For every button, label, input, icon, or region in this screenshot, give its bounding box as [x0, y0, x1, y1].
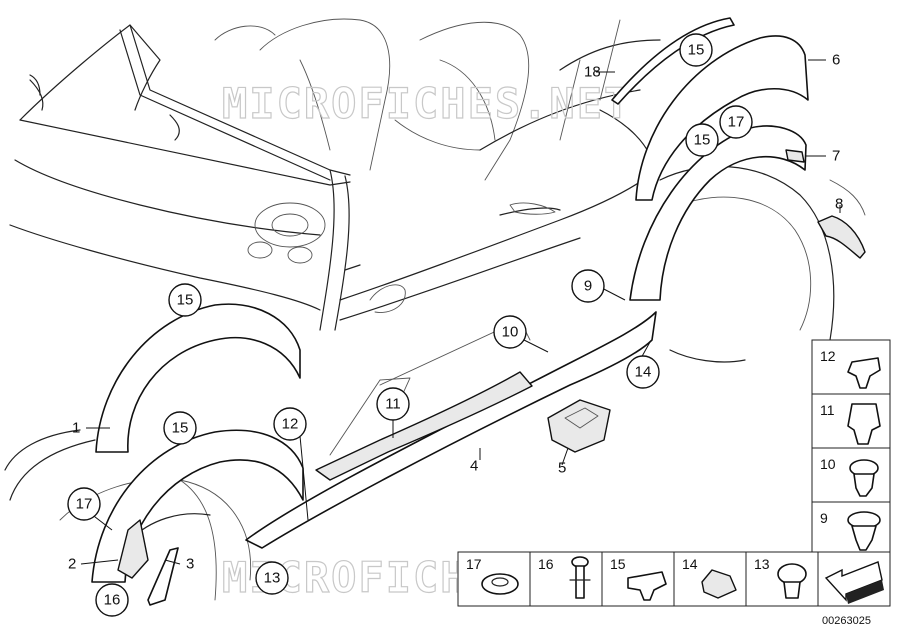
fastener-cell-9 — [811, 501, 891, 557]
callout-10: 10 — [493, 315, 527, 349]
fastener-cell-10 — [811, 447, 891, 503]
wheel-arch-trim-15-lower — [91, 429, 304, 583]
callout-12: 12 — [273, 407, 307, 441]
fastener-label-16: 16 — [538, 556, 554, 572]
label-8: 8 — [835, 196, 843, 213]
bracket-8 — [817, 215, 866, 259]
fastener-label-17: 17 — [466, 556, 482, 572]
label-18: 18 — [584, 64, 601, 81]
label-7: 7 — [832, 148, 840, 165]
svg-text:14: 14 — [635, 364, 652, 381]
svg-text:15: 15 — [688, 42, 705, 59]
insert-3 — [147, 547, 179, 606]
fastener-12-icon — [847, 357, 881, 389]
callout-14: 14 — [626, 355, 660, 389]
svg-text:17: 17 — [76, 496, 93, 513]
callout-17-left: 17 — [67, 487, 101, 521]
trim-strip-18 — [611, 17, 735, 105]
insert-2 — [117, 519, 149, 579]
svg-text:11: 11 — [385, 396, 401, 413]
watermark-top: MICROFICHES.NET — [222, 79, 631, 128]
label-2: 2 — [68, 556, 76, 573]
svg-text:15: 15 — [694, 132, 711, 149]
label-5: 5 — [558, 460, 566, 477]
callout-15-left-top: 15 — [168, 283, 202, 317]
fastener-11-icon — [847, 403, 881, 445]
callout-9: 9 — [571, 269, 605, 303]
callout-15-mid: 15 — [685, 123, 719, 157]
svg-text:16: 16 — [104, 592, 121, 609]
callout-15-left-mid: 15 — [163, 411, 197, 445]
callout-17-mid: 17 — [719, 105, 753, 139]
label-1: 1 — [72, 420, 80, 437]
svg-text:10: 10 — [502, 324, 519, 341]
svg-text:13: 13 — [264, 570, 281, 587]
side-sill-step-4 — [315, 371, 533, 481]
fastener-cell-16 — [529, 551, 603, 607]
clip-7 — [785, 149, 805, 163]
fastener-17-icon — [481, 573, 519, 595]
fastener-label-12: 12 — [820, 348, 836, 364]
label-6: 6 — [832, 52, 840, 69]
diagram-number: 00263025 — [822, 615, 871, 627]
fastener-label-11: 11 — [820, 402, 835, 418]
clip-box-5 — [547, 399, 611, 453]
fastener-label-15: 15 — [610, 556, 626, 572]
fastener-14-icon — [701, 569, 737, 599]
wheel-arch-trim-7 — [629, 125, 807, 301]
fastener-label-14: 14 — [682, 556, 698, 572]
side-sill-4 — [245, 311, 657, 549]
wheel-arch-trim-15-upper — [95, 303, 301, 453]
svg-text:15: 15 — [172, 420, 189, 437]
callout-16-left: 16 — [95, 583, 129, 617]
label-3: 3 — [186, 556, 194, 573]
fastener-label-10: 10 — [820, 456, 836, 472]
fastener-panel-bottom: 17 16 15 14 13 — [457, 551, 891, 607]
svg-text:17: 17 — [728, 114, 745, 131]
svg-text:15: 15 — [177, 292, 194, 309]
callout-11: 11 — [376, 387, 410, 421]
svg-text:9: 9 — [584, 278, 592, 295]
fastener-label-13: 13 — [754, 556, 770, 572]
callout-13-left: 13 — [255, 561, 289, 595]
svg-text:12: 12 — [282, 416, 299, 433]
car-outline — [4, 18, 866, 601]
callout-15-top: 15 — [679, 33, 713, 67]
direction-arrow-icon — [824, 561, 883, 602]
fastener-13-icon — [777, 563, 807, 585]
fastener-15-icon — [627, 571, 667, 601]
fastener-label-9: 9 — [820, 510, 828, 526]
fastener-panel-right: 12 11 10 9 — [811, 339, 891, 557]
label-4: 4 — [470, 458, 478, 475]
